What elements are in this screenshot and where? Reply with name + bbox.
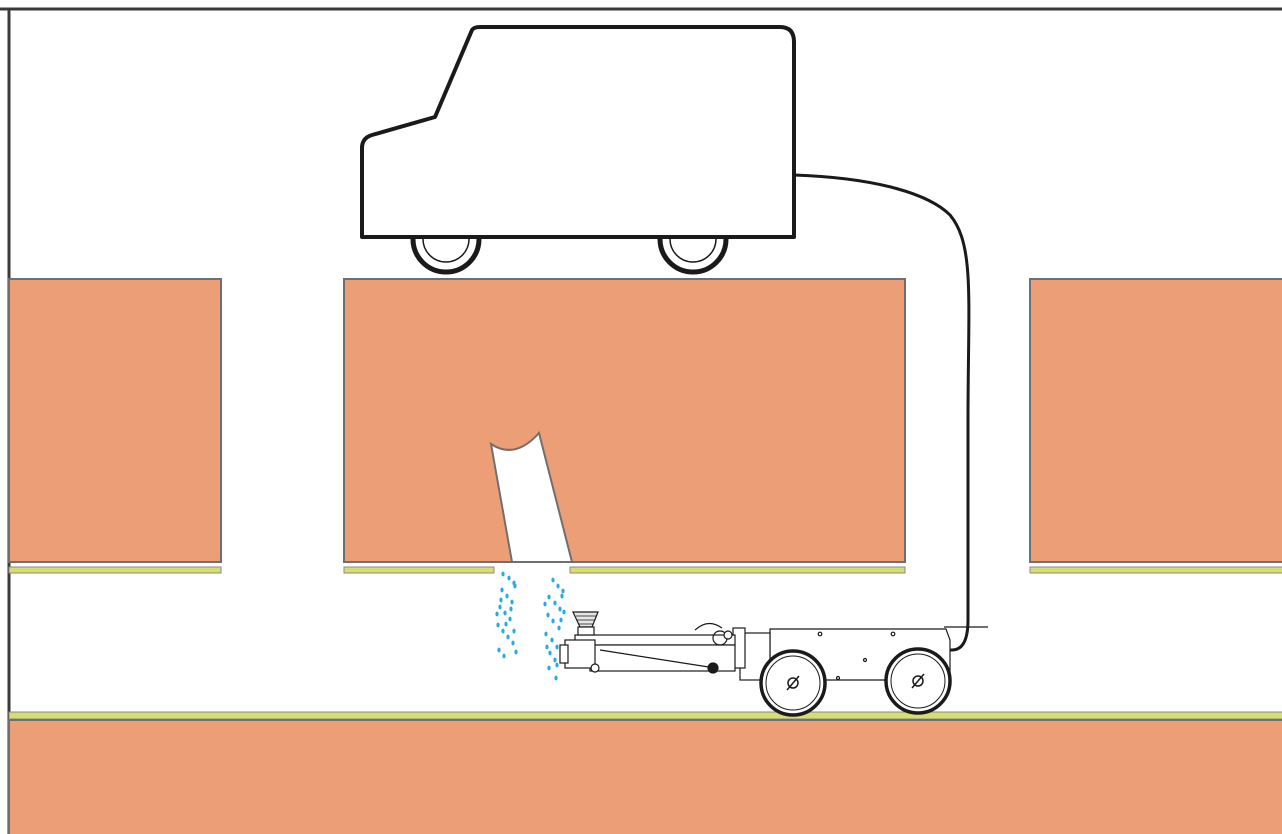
water-drop-icon — [560, 593, 564, 599]
water-drop-icon — [495, 611, 499, 617]
water-drop-icon — [504, 621, 508, 627]
water-drop-icon — [548, 650, 552, 656]
water-drop-icon — [553, 657, 557, 663]
water-drop-icon — [503, 610, 507, 616]
cutter-bit — [572, 611, 599, 628]
water-drop-icon — [501, 628, 505, 634]
water-drop-icon — [556, 583, 560, 589]
water-drop-icon — [513, 583, 517, 589]
soil-block-right — [1029, 278, 1282, 563]
water-drop-icon — [553, 600, 557, 606]
water-spray — [495, 571, 566, 681]
water-drop-icon — [550, 637, 554, 643]
soil-block-bottom — [8, 719, 1282, 834]
water-drop-icon — [551, 577, 555, 583]
water-drop-icon — [547, 665, 551, 671]
water-drop-icon — [555, 662, 559, 668]
water-drop-icon — [506, 634, 510, 640]
wheel-icon — [884, 647, 952, 715]
water-drop-icon — [555, 644, 559, 650]
soil-block-left — [8, 278, 222, 563]
wheel-icon — [657, 238, 729, 275]
water-drop-icon — [507, 575, 511, 581]
wheel-icon — [410, 238, 482, 275]
water-drop-icon — [562, 609, 566, 615]
water-drop-icon — [546, 612, 550, 618]
liner-strip-center-left — [343, 566, 495, 574]
water-drop-icon — [501, 571, 505, 577]
robot-icon — [559, 611, 952, 717]
liner-strip-left — [8, 566, 222, 574]
liner-strip-center-right — [569, 566, 906, 574]
liner-strip-right — [1029, 566, 1282, 574]
water-drop-icon — [547, 594, 551, 600]
water-drop-icon — [512, 628, 516, 634]
robot-cutter-head — [564, 639, 596, 669]
water-drop-icon — [551, 618, 555, 624]
water-drop-icon — [498, 604, 502, 610]
soil-block-center — [343, 278, 906, 563]
water-drop-icon — [558, 606, 562, 612]
water-drop-icon — [508, 616, 512, 622]
water-drop-icon — [561, 588, 565, 594]
water-drop-icon — [557, 625, 561, 631]
water-drop-icon — [499, 597, 503, 603]
water-drop-icon — [509, 606, 513, 612]
water-drop-icon — [496, 622, 500, 628]
water-drop-icon — [497, 647, 501, 653]
cable-icon — [793, 173, 971, 652]
water-drop-icon — [545, 644, 549, 650]
water-drop-icon — [510, 599, 514, 605]
water-drop-icon — [511, 640, 515, 646]
van-icon — [360, 25, 796, 275]
water-drop-icon — [502, 653, 506, 659]
robot-arm-upper — [574, 634, 736, 646]
wheel-icon — [759, 649, 827, 717]
water-drop-icon — [514, 649, 518, 655]
liner-strip-bottom — [8, 711, 1282, 720]
water-drop-icon — [505, 593, 509, 599]
water-drop-icon — [543, 601, 547, 607]
water-drop-icon — [544, 631, 548, 637]
water-drop-icon — [554, 675, 558, 681]
van-body — [360, 25, 796, 239]
water-drop-icon — [559, 617, 563, 623]
water-drop-icon — [500, 587, 504, 593]
lateral-pipe — [489, 430, 574, 563]
